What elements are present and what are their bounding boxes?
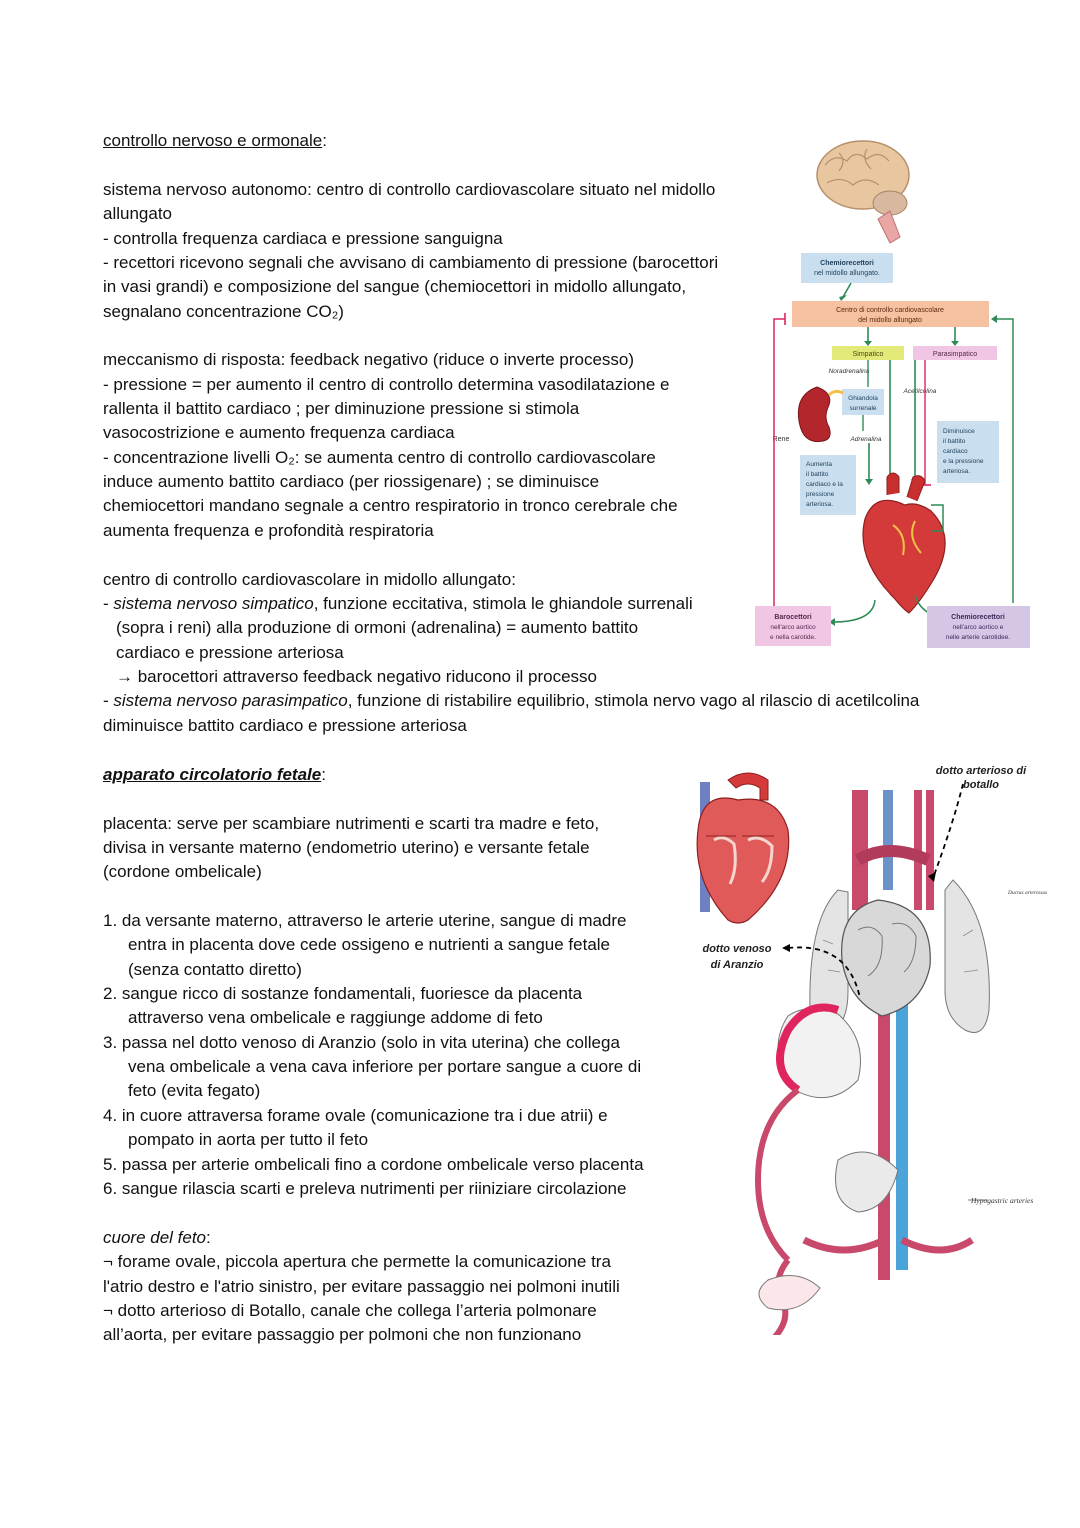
- aumenta-line: Aumenta: [806, 461, 832, 468]
- text-line: segnalano concentrazione CO₂): [103, 302, 344, 321]
- text-line-parasimpatico: - sistema nervoso parasimpatico, funzion…: [103, 691, 920, 710]
- simpatico-box: [832, 346, 904, 360]
- list-item-cont: pompato in aorta per tutto il feto: [128, 1130, 369, 1149]
- text-line: centro di controllo cardiovascolare in m…: [103, 570, 516, 589]
- section-heading-controllo: controllo nervoso e ormonale:: [103, 131, 327, 150]
- text-line: l'atrio destro e l'atrio sinistro, per e…: [103, 1277, 620, 1296]
- text-line: rallenta il battito cardiaco ; per dimin…: [103, 399, 580, 418]
- lungs-illustration: [809, 879, 990, 1035]
- text-line: divisa in versante materno (endometrio u…: [103, 838, 590, 857]
- diminuisce-box: [937, 421, 999, 483]
- diminuisce-line: arteriosa.: [943, 468, 970, 475]
- section-heading-cuore-feto: cuore del feto:: [103, 1228, 211, 1247]
- diminuisce-line: Diminuisce: [943, 428, 975, 435]
- text-line: in vasi grandi) e composizione del sangu…: [103, 277, 687, 296]
- centro-label-2: del midollo allungato: [858, 317, 922, 324]
- text-line: vasocostrizione e aumento frequenza card…: [103, 423, 455, 442]
- list-item: 4. in cuore attraversa forame ovale (com…: [103, 1106, 608, 1125]
- text-line: (cordone ombelicale): [103, 862, 262, 881]
- parasimpatico-label: Parasimpatico: [933, 351, 977, 358]
- dotto-arterioso-label-2: botallo: [963, 779, 999, 791]
- text-line: cardiaco e pressione arteriosa: [116, 643, 344, 662]
- text-line-simpatico: - sistema nervoso simpatico, funzione ec…: [103, 594, 693, 613]
- hypogastric-label: Hypogastric arteries: [970, 1196, 1033, 1205]
- text-line: - recettori ricevono segnali che avvisan…: [103, 253, 719, 272]
- baro-label-2: nell'arco aortico: [770, 624, 816, 631]
- dotto-arterioso-label-1: dotto arterioso di: [936, 765, 1027, 777]
- text-line: → barocettori attraverso feedback negati…: [116, 667, 597, 686]
- acetilcolina-label: Acetilcolina: [903, 388, 937, 395]
- section-heading-fetale: apparato circolatorio fetale:: [103, 765, 326, 784]
- text-line: - pressione = per aumento il centro di c…: [103, 375, 670, 394]
- list-item-cont: (senza contatto diretto): [128, 960, 302, 979]
- cardiovascular-control-diagram: Chemiorecettori nel midollo allungato. C…: [755, 140, 1030, 648]
- diminuisce-line: il battito: [943, 438, 966, 445]
- aumenta-box: [800, 455, 856, 515]
- aumenta-line: arteriosa.: [806, 501, 833, 508]
- chemio-bot-label-3: nelle arterie carotidee.: [946, 634, 1011, 641]
- text-line: ¬ dotto arterioso di Botallo, canale che…: [103, 1301, 597, 1320]
- centro-label-1: Centro di controllo cardiovascolare: [836, 307, 944, 314]
- parasimpatico-box: [913, 346, 997, 360]
- baro-label-1: Barocettori: [774, 614, 811, 621]
- heart-illustration: [862, 472, 946, 614]
- chemio-top-sublabel: nel midollo allungato.: [814, 270, 880, 277]
- bladder-illustration: [835, 1151, 899, 1213]
- text-line: induce aumento battito cardiaco (per rio…: [103, 472, 600, 491]
- dotto-venoso-label-1: dotto venoso: [702, 943, 771, 955]
- simpatico-label: Simpatico: [853, 351, 884, 358]
- list-item: 2. sangue ricco di sostanze fondamentali…: [103, 984, 583, 1003]
- aumenta-line: pressione: [806, 491, 835, 498]
- ghiandola-label-2: surrenale: [849, 405, 876, 412]
- text-line: - controlla frequenza cardiaca e pressio…: [103, 229, 503, 248]
- text-line: meccanismo di risposta: feedback negativ…: [103, 350, 635, 369]
- list-item-cont: attraverso vena ombelicale e raggiunge a…: [128, 1008, 543, 1027]
- chemio-top-label: Chemiorecettori: [820, 260, 874, 267]
- list-item: 5. passa per arterie ombelicali fino a c…: [103, 1155, 644, 1174]
- text-line: ¬ forame ovale, piccola apertura che per…: [103, 1252, 611, 1271]
- brain-illustration: [816, 140, 910, 244]
- list-item-cont: feto (evita fegato): [128, 1081, 261, 1100]
- noradrenalina-label: Noradrenalina: [829, 368, 870, 375]
- liver-umbilical-illustration: [754, 1003, 861, 1335]
- text-line: allungato: [103, 204, 173, 223]
- list-item: 1. da versante materno, attraverso le ar…: [103, 911, 627, 930]
- kidney-illustration: [797, 386, 844, 443]
- list-item-cont: vena ombelicale a vena cava inferiore pe…: [128, 1057, 642, 1076]
- chemiorecettori-midollo-box: [801, 253, 893, 283]
- barocettori-box: [755, 606, 831, 646]
- diminuisce-line: e la pressione: [943, 458, 984, 465]
- ductus-label: Ductus arteriosus: [1007, 890, 1047, 896]
- text-line: diminuisce battito cardiaco e pressione …: [103, 716, 467, 735]
- chemio-bot-label-2: nell'arco aortico e: [953, 624, 1004, 631]
- ghiandola-surrenale-box: [842, 389, 884, 415]
- diminuisce-line: cardiaco: [943, 448, 968, 455]
- dotto-venoso-label-2: di Aranzio: [711, 959, 764, 971]
- rene-label: Rene: [773, 436, 790, 443]
- text-line: - concentrazione livelli O₂: se aumenta …: [103, 448, 656, 467]
- fetal-heart-illustration: [841, 899, 931, 1017]
- text-line: chemiocettori mandano segnale a centro r…: [103, 496, 678, 515]
- text-line: all’aorta, per evitare passaggio per pol…: [103, 1325, 582, 1344]
- centro-controllo-box: [792, 301, 989, 327]
- adrenalina-label: Adrenalina: [849, 436, 881, 443]
- text-line: sistema nervoso autonomo: centro di cont…: [103, 180, 716, 199]
- heart-inset-illustration: [696, 772, 790, 924]
- list-item: 3. passa nel dotto venoso di Aranzio (so…: [103, 1033, 620, 1052]
- baro-label-3: e nella carotide.: [770, 634, 816, 641]
- aumenta-line: il battito: [806, 471, 829, 478]
- list-item-cont: entra in placenta dove cede ossigeno e n…: [128, 935, 611, 954]
- chemiorecettori-arco-box: [927, 606, 1030, 648]
- ghiandola-label-1: Ghiandola: [848, 395, 878, 402]
- chemio-bot-label-1: Chemiorecettori: [951, 614, 1005, 621]
- text-line: aumenta frequenza e profondità respirato…: [103, 521, 434, 540]
- text-line: placenta: serve per scambiare nutrimenti…: [103, 814, 600, 833]
- aumenta-line: cardiaco e la: [806, 481, 843, 488]
- text-line: (sopra i reni) alla produzione di ormoni…: [116, 618, 639, 637]
- fetal-circulation-diagram: dotto arterioso di botallo dotto venoso …: [696, 765, 1047, 1335]
- list-item: 6. sangue rilascia scarti e preleva nutr…: [103, 1179, 627, 1198]
